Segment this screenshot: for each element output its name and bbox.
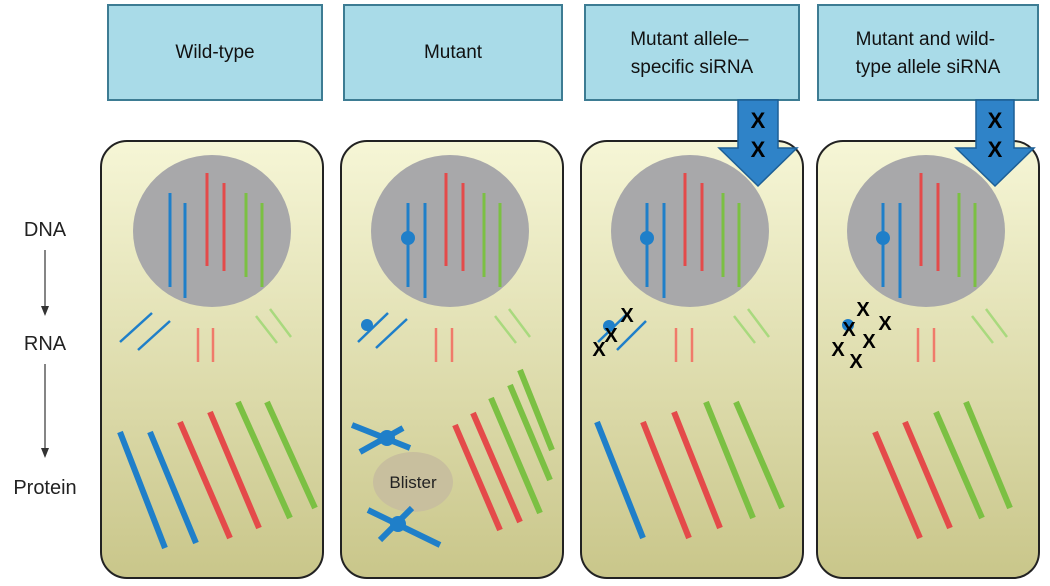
header-text: Mutant and wild- type allele siRNA xyxy=(856,29,1001,78)
nucleus xyxy=(611,155,769,307)
sirna-delivery-arrow-mutant-specific: X X xyxy=(717,99,799,188)
sirna-x: X xyxy=(988,137,1003,162)
sirna-x: X xyxy=(988,108,1003,133)
column3-rna-strands xyxy=(597,308,770,362)
mutation-marker xyxy=(361,319,373,331)
rna-to-protein-arrowhead xyxy=(41,448,49,458)
column-header-mutant: Mutant xyxy=(343,4,563,101)
mutation-marker xyxy=(603,320,615,332)
sirna-delivery-arrow-both-alleles: X X xyxy=(954,99,1036,188)
column4-protein-strands xyxy=(872,400,1013,540)
header-text: Wild-type xyxy=(175,42,254,63)
header-line: Mutant and wild- xyxy=(856,29,995,50)
protein-label: Protein xyxy=(13,477,76,499)
mutation-marker xyxy=(876,231,890,245)
wild-type-protein-strands xyxy=(117,400,318,550)
mutation-marker xyxy=(379,430,395,446)
wild-type-rna-strands xyxy=(119,308,292,362)
degraded-rna-x: X xyxy=(856,299,870,321)
nucleus xyxy=(847,155,1005,307)
nucleus xyxy=(133,155,291,307)
blister-label: Blister xyxy=(389,473,437,492)
dna-label: DNA xyxy=(24,219,67,241)
rna-label: RNA xyxy=(24,333,67,355)
column-header-mutant-allele-sirna: Mutant allele– specific siRNA xyxy=(584,4,800,101)
mutation-marker xyxy=(390,516,406,532)
degraded-rna-x: X xyxy=(620,305,634,327)
dna-to-rna-arrowhead xyxy=(41,306,49,316)
degraded-rna-x: X xyxy=(604,325,618,347)
mutant-protein-strands xyxy=(452,368,555,532)
degraded-rna-x: X xyxy=(878,313,892,335)
column-header-wild-type: Wild-type xyxy=(107,4,323,101)
mutant-dna-strands xyxy=(401,173,502,298)
column4-degraded-rna-marks: X X X X X X xyxy=(831,299,892,373)
header-line: Mutant allele– xyxy=(630,29,749,50)
mutation-marker xyxy=(842,319,854,331)
column-header-mutant-and-wild-type-sirna: Mutant and wild- type allele siRNA xyxy=(817,4,1039,101)
column3-degraded-rna-marks: X X X xyxy=(592,305,634,361)
header-line: Wild-type xyxy=(175,42,254,63)
mutation-marker xyxy=(401,231,415,245)
degraded-rna-x: X xyxy=(831,339,845,361)
header-text: Mutant xyxy=(424,42,483,63)
header-text: Mutant allele– specific siRNA xyxy=(630,29,754,78)
degraded-rna-x: X xyxy=(842,319,856,341)
degraded-rna-x: X xyxy=(862,331,876,353)
blister xyxy=(373,452,453,512)
degraded-rna-x: X xyxy=(849,351,863,373)
nucleus xyxy=(371,155,529,307)
mutation-marker xyxy=(640,231,654,245)
sirna-x: X xyxy=(751,137,766,162)
column4-rna-strands xyxy=(842,308,1008,362)
header-line: specific siRNA xyxy=(631,57,754,78)
row-labels: DNA RNA Protein xyxy=(13,219,76,499)
mutant-rna-strands xyxy=(357,308,531,362)
header-line: type allele siRNA xyxy=(856,57,1001,78)
wild-type-dna-strands xyxy=(168,173,264,298)
mutant-aggregated-protein: Blister xyxy=(350,422,453,548)
degraded-rna-x: X xyxy=(592,339,606,361)
header-line: Mutant xyxy=(424,42,483,63)
column3-protein-strands xyxy=(594,400,785,540)
sirna-x: X xyxy=(751,108,766,133)
column4-dna-strands xyxy=(876,173,977,298)
column3-dna-strands xyxy=(640,173,741,298)
